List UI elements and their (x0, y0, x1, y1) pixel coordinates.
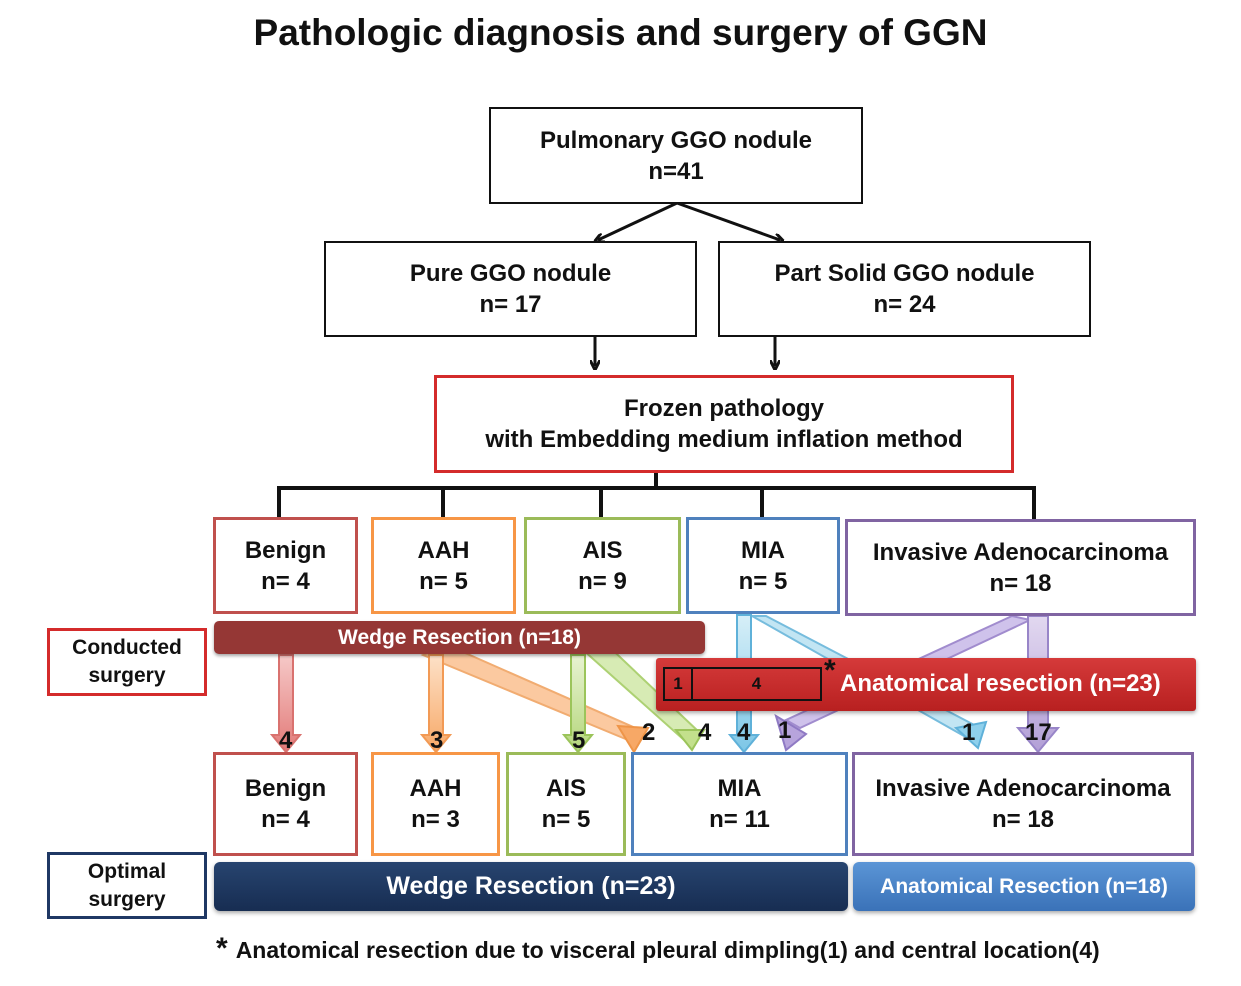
flow-mia-to-inv-head (953, 720, 988, 750)
final-ais: AIS n= 5 (506, 752, 626, 856)
frozen-invasive: Invasive Adenocarcinoma n= 18 (845, 519, 1196, 616)
frozen-invasive-count: n= 18 (989, 569, 1052, 597)
anatomical-resection-conducted-label: Anatomical resection (n=23) (840, 670, 1161, 697)
count-ais-to-mia-flow: 4 (698, 719, 712, 746)
count-inv-to-mia-flow: 1 (778, 717, 792, 744)
frozen-aah-count: n= 5 (419, 567, 468, 595)
count-aah-flow: 3 (430, 727, 444, 754)
anatomical-split-box: 1 4 (663, 667, 822, 701)
connector-root-part (676, 201, 780, 240)
frozen-mia-label: MIA (741, 536, 785, 564)
final-benign-count: n= 4 (261, 806, 310, 833)
final-ais-label: AIS (545, 775, 586, 802)
flow-inv-to-mia-head (774, 713, 808, 752)
anatomical-split-dimpling: 1 (665, 669, 693, 699)
footnote: * Anatomical resection due to visceral pl… (216, 932, 1100, 966)
node-pulmonary-ggo: Pulmonary GGO nodule n=41 (489, 107, 863, 204)
wedge-resection-conducted-bar: Wedge Resection (n=18) (214, 621, 705, 654)
node-frozen-pathology-method: with Embedding medium inflation method (485, 426, 963, 453)
wedge-resection-optimal-bar: Wedge Resection (n=23) (214, 862, 848, 911)
final-benign-label: Benign (244, 775, 327, 802)
optimal-surgery-line2: surgery (88, 887, 166, 911)
anatomical-resection-optimal-label: Anatomical Resection (n=18) (880, 874, 1168, 898)
node-part-solid-ggo: Part Solid GGO nodule n= 24 (718, 241, 1091, 337)
conducted-surgery-line1: Conducted (72, 636, 182, 659)
final-invasive-label: Invasive Adenocarcinoma (875, 775, 1171, 802)
node-part-solid-ggo-label: Part Solid GGO nodule (774, 260, 1035, 287)
count-benign-flow: 4 (279, 727, 293, 754)
final-mia-label: MIA (717, 775, 762, 802)
final-mia: MIA n= 11 (631, 752, 848, 856)
connector-root-pure (598, 201, 678, 240)
node-frozen-pathology: Frozen pathology with Embedding medium i… (434, 375, 1014, 473)
page-title: Pathologic diagnosis and surgery of GGN (253, 12, 988, 53)
frozen-ais-count: n= 9 (578, 567, 627, 595)
footnote-text: Anatomical resection due to visceral ple… (235, 937, 1100, 963)
count-ais-flow: 5 (572, 727, 586, 754)
frozen-tree (277, 473, 1036, 519)
frozen-aah: AAH n= 5 (371, 517, 516, 614)
frozen-benign-label: Benign (244, 536, 327, 564)
flow-aah (419, 654, 453, 754)
final-invasive-count: n= 18 (991, 806, 1055, 833)
frozen-mia: MIA n= 5 (686, 517, 840, 614)
conducted-surgery-label: Conducted surgery (47, 628, 207, 696)
wedge-resection-conducted-label: Wedge Resection (n=18) (338, 625, 581, 649)
anatomical-resection-optimal-bar: Anatomical Resection (n=18) (853, 862, 1195, 911)
node-pulmonary-ggo-label: Pulmonary GGO nodule (539, 126, 813, 154)
node-pulmonary-ggo-count: n=41 (648, 157, 704, 185)
anatomical-split-central: 4 (751, 674, 762, 693)
frozen-invasive-label: Invasive Adenocarcinoma (872, 538, 1169, 566)
optimal-surgery-label: Optimal surgery (47, 852, 207, 919)
final-aah-count: n= 3 (411, 806, 460, 833)
final-invasive: Invasive Adenocarcinoma n= 18 (852, 752, 1194, 856)
node-part-solid-ggo-count: n= 24 (873, 291, 936, 318)
optimal-surgery-line1: Optimal (87, 859, 167, 883)
anatomical-star: * (824, 654, 836, 687)
final-aah: AAH n= 3 (371, 752, 500, 856)
node-frozen-pathology-label: Frozen pathology (624, 395, 824, 422)
anatomical-resection-conducted-bar: 1 4 * Anatomical resection (n=23) (656, 654, 1196, 711)
final-aah-label: AAH (409, 775, 462, 802)
flow-ais-to-mia-head (673, 729, 706, 752)
frozen-mia-count: n= 5 (738, 567, 788, 595)
frozen-ais: AIS n= 9 (524, 517, 681, 614)
conducted-surgery-line2: surgery (88, 664, 166, 687)
node-pure-ggo: Pure GGO nodule n= 17 (324, 241, 697, 337)
final-ais-count: n= 5 (541, 806, 591, 833)
count-inv-to-inv-flow: 17 (1025, 719, 1052, 746)
flow-ais (561, 654, 595, 754)
final-benign: Benign n= 4 (213, 752, 358, 856)
footnote-star: * (216, 932, 228, 965)
count-mia-to-inv-flow: 1 (962, 719, 976, 746)
frozen-benign-count: n= 4 (261, 567, 310, 595)
flow-aah-to-mia-head (616, 724, 650, 754)
frozen-ais-label: AIS (582, 536, 623, 564)
flow-benign (269, 654, 303, 754)
final-mia-count: n= 11 (709, 806, 770, 833)
node-pure-ggo-label: Pure GGO nodule (409, 260, 612, 287)
count-aah-to-mia-flow: 2 (642, 719, 656, 746)
wedge-resection-optimal-label: Wedge Resection (n=23) (386, 872, 676, 900)
frozen-aah-label: AAH (417, 536, 470, 564)
frozen-benign: Benign n= 4 (213, 517, 358, 614)
node-pure-ggo-count: n= 17 (479, 291, 542, 318)
count-mia-to-mia-flow: 4 (737, 719, 751, 746)
